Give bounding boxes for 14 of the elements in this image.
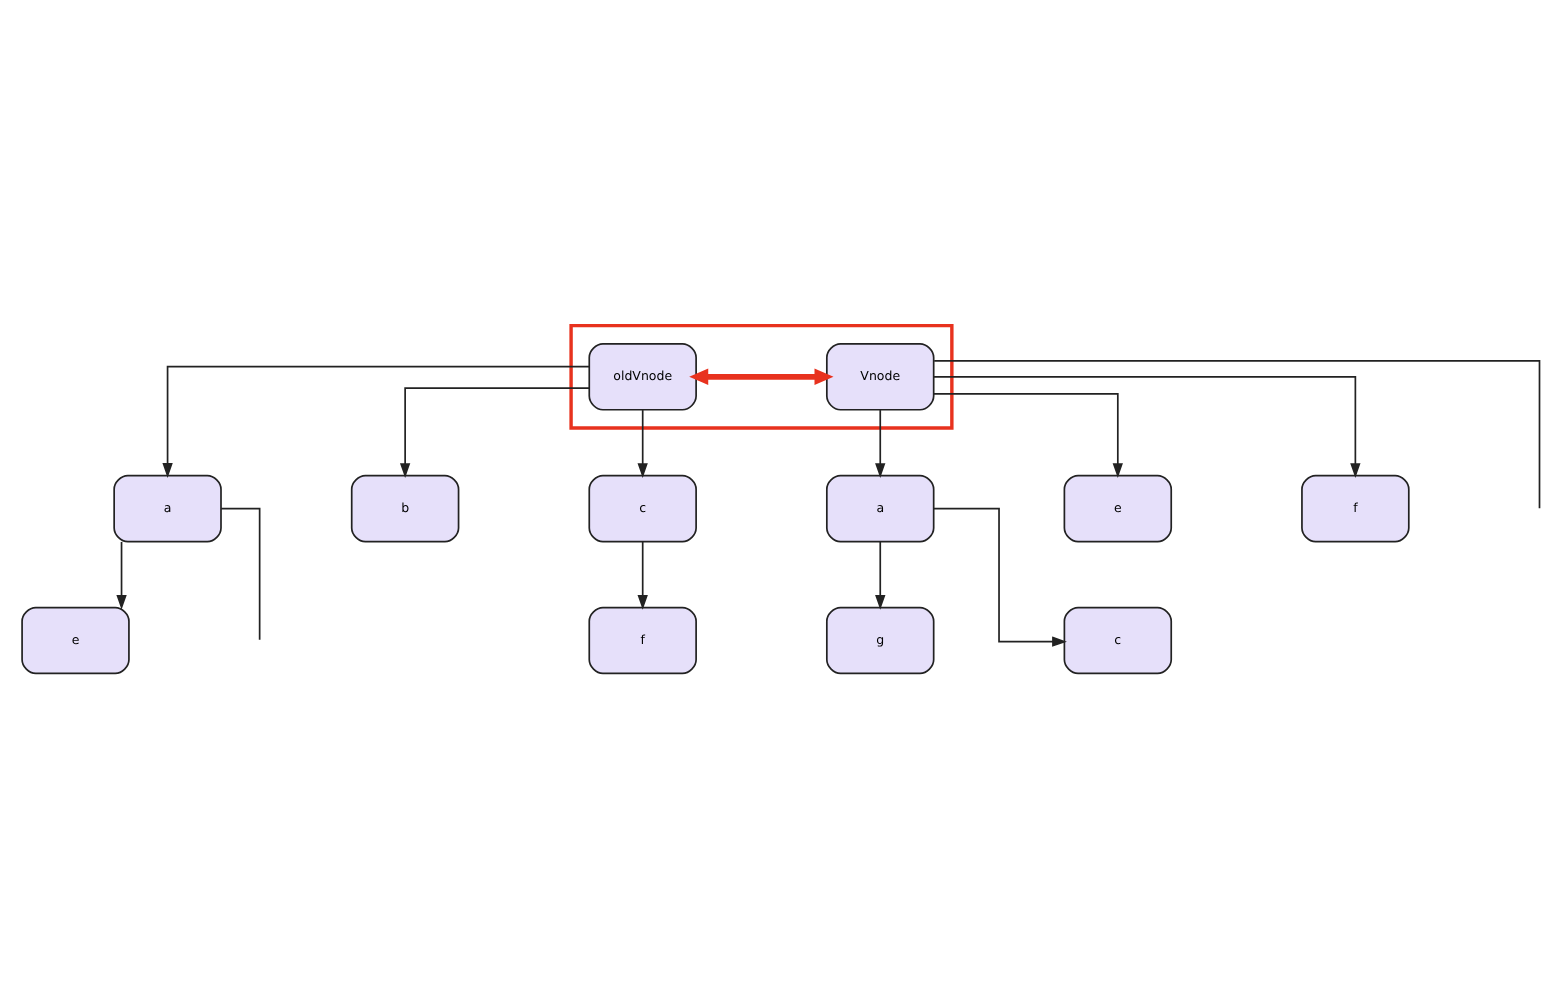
arrow: [162, 364, 590, 477]
arrow: [932, 506, 1067, 646]
arrow: [933, 374, 1361, 477]
arrow: [933, 392, 1123, 477]
arrow: [875, 540, 886, 609]
connector: [933, 359, 1541, 509]
arrow: [637, 408, 648, 477]
arrow: [399, 386, 590, 477]
cluster: [569, 322, 954, 429]
connector: [220, 506, 261, 640]
arrow: [637, 540, 648, 609]
arrow: [875, 408, 886, 477]
arrow: [689, 367, 834, 385]
arrow: [116, 540, 127, 609]
